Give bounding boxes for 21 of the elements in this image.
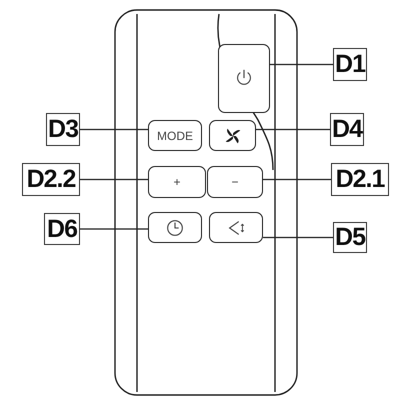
leader-line — [80, 178, 148, 180]
remote-button: + — [148, 166, 206, 198]
callout-label: D3 — [46, 113, 80, 146]
callout-label: D4 — [330, 113, 364, 146]
callout-label: D6 — [44, 213, 80, 245]
callout-label: D5 — [333, 222, 367, 253]
remote-button: − — [207, 166, 263, 198]
remote-button — [148, 212, 202, 243]
leader-line — [270, 64, 333, 66]
leader-line — [263, 178, 331, 180]
remote-button — [218, 44, 270, 113]
remote-button — [209, 212, 263, 243]
callout-label: D2.1 — [331, 163, 389, 196]
callout-label: D2.2 — [22, 163, 80, 196]
remote-button: MODE — [148, 120, 202, 151]
leader-line — [80, 228, 148, 230]
leader-line — [256, 128, 330, 130]
callout-label: D1 — [333, 48, 367, 81]
leader-line — [80, 128, 148, 130]
remote-button — [209, 120, 256, 151]
leader-line — [263, 236, 333, 238]
